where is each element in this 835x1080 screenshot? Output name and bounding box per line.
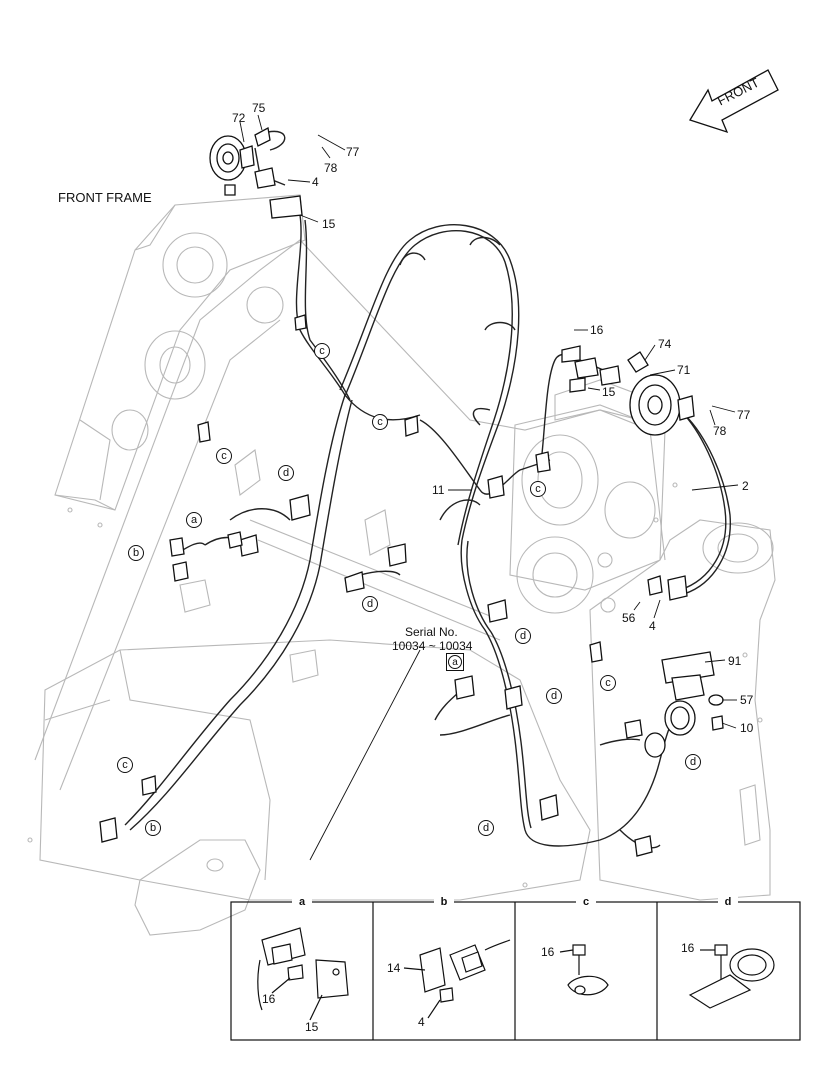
grommet-icon [644, 700, 696, 758]
callout-d: d [362, 596, 378, 612]
part-77-right: 77 [737, 408, 751, 422]
part-4-left: 4 [312, 175, 319, 189]
callout-c: c [372, 414, 388, 430]
part-77-left: 77 [346, 145, 360, 159]
serial-callout-box: a [446, 653, 464, 671]
part-11: 11 [432, 483, 445, 497]
part-15-right: 15 [602, 385, 616, 399]
horn-left-icon [209, 126, 303, 219]
detail-d-part: 16 [681, 941, 695, 955]
detail-a-part: 15 [305, 1020, 319, 1034]
callout-c: c [530, 481, 546, 497]
part-72: 72 [232, 111, 246, 125]
serial-label: Serial No. [405, 625, 458, 639]
callout-d: d [478, 820, 494, 836]
detail-c-part: 16 [541, 945, 555, 959]
callout-a: a [186, 512, 202, 528]
part-56: 56 [622, 611, 636, 625]
detail-b-part: 4 [418, 1015, 425, 1029]
part-4-right: 4 [649, 619, 656, 633]
detail-a-header: a [292, 896, 312, 908]
callout-c: c [600, 675, 616, 691]
connectors-icon [99, 314, 688, 857]
part-10: 10 [740, 721, 754, 735]
page-title: FRONT FRAME [58, 190, 152, 205]
part-15-left: 15 [322, 217, 336, 231]
part-16-top: 16 [590, 323, 604, 337]
callout-a-serial: a [448, 655, 462, 669]
part-91: 91 [728, 654, 742, 668]
part-71: 71 [677, 363, 691, 377]
callout-c: c [117, 757, 133, 773]
callout-d: d [278, 465, 294, 481]
detail-d-header: d [718, 896, 738, 908]
callout-b: b [145, 820, 161, 836]
part-78-left: 78 [324, 161, 338, 175]
front-frame-outline [27, 194, 776, 936]
detail-b-header: b [434, 896, 454, 908]
callout-c: c [216, 448, 232, 464]
part-78-right: 78 [713, 424, 727, 438]
part-2: 2 [742, 479, 749, 493]
callout-d: d [546, 688, 562, 704]
callout-d: d [515, 628, 531, 644]
front-arrow-icon [689, 69, 779, 134]
part-74: 74 [658, 337, 672, 351]
bracket-91-icon [661, 651, 724, 731]
horn-right-icon [561, 345, 695, 436]
callout-b: b [128, 545, 144, 561]
detail-b-part: 14 [387, 961, 401, 975]
callout-d: d [685, 754, 701, 770]
leader-lines [239, 114, 739, 861]
detail-a-part: 16 [262, 992, 276, 1006]
part-75: 75 [252, 101, 266, 115]
detail-c-header: c [576, 896, 596, 908]
part-57: 57 [740, 693, 754, 707]
wiring-harness [124, 130, 731, 849]
serial-range: 10034 ~ 10034 [392, 639, 473, 653]
callout-c: c [314, 343, 330, 359]
